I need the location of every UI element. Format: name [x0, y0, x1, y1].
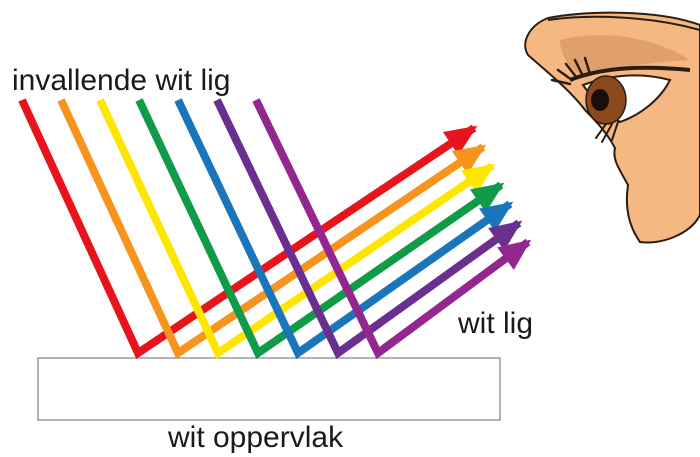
- ray-arrowhead: [460, 163, 496, 194]
- ray-arrowhead: [442, 125, 478, 156]
- light-ray: [213, 98, 522, 360]
- ray-arrowhead: [479, 201, 514, 232]
- eyelashes: [550, 56, 592, 86]
- reflected-light-label: wit lig: [457, 307, 533, 340]
- ray-arrowhead: [497, 239, 532, 270]
- light-ray: [174, 98, 513, 360]
- light-rays: [18, 98, 532, 360]
- upper-eyelid: [569, 65, 691, 82]
- light-ray: [252, 98, 531, 360]
- lower-lashes: [595, 121, 619, 143]
- light-ray: [57, 98, 486, 359]
- ray-arrowhead: [470, 182, 505, 213]
- ray-arrowhead: [488, 220, 523, 251]
- incoming-light-label: invallende wit lig: [12, 64, 230, 97]
- light-ray: [18, 98, 477, 359]
- eyelid-shadow: [560, 35, 690, 78]
- surface-label: wit oppervlak: [167, 421, 344, 454]
- eye-illustration: [524, 11, 700, 244]
- ray-arrowhead: [451, 144, 487, 175]
- face-skin: [524, 11, 700, 244]
- pupil: [591, 89, 609, 111]
- light-ray: [96, 98, 495, 359]
- light-ray: [135, 98, 504, 359]
- brow-line: [547, 15, 700, 31]
- white-surface: [37, 357, 501, 421]
